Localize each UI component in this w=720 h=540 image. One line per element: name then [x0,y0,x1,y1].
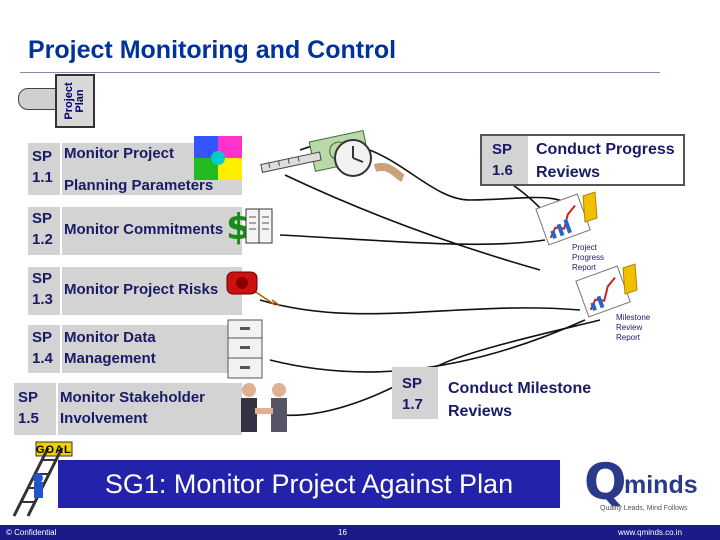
sp-code-line1: SP [492,141,513,158]
sp-1-6-code-box: SP 1.6 [482,136,528,184]
chart-report-icon [535,191,598,246]
sp-1-5-label-box: Monitor Stakeholder Involvement [58,383,242,435]
logo-name: minds [624,471,698,499]
sp-code-line1: SP [402,375,423,392]
sp-1-4-code-box: SP 1.4 [28,325,60,373]
sp-label-line2: Reviews [448,403,513,420]
goal-flag-label: GOAL [36,444,72,456]
sp-code-line1: SP [32,270,53,287]
sp-1-2-label-box: Monitor Commitments [62,207,242,255]
report-label-line2: Review [616,323,643,332]
sp-code-line2: 1.1 [32,169,53,186]
sp-1-7-label: Conduct Milestone Reviews [448,377,591,423]
ladder-climber-icon [12,441,73,517]
footer-bar: © Confidential 16 www.qminds.co.in [0,525,720,540]
sp-label-line2: Planning Parameters [64,177,214,194]
sp-label-line1: Conduct Milestone [448,380,592,397]
report-label-line3: Report [572,263,597,272]
page-title: Project Monitoring and Control [28,36,397,64]
connector-line [259,299,581,315]
sp-1-1-code-box: SP 1.1 [28,143,60,195]
puzzle-icon [194,136,242,180]
qminds-logo [578,452,696,514]
fire-alarm-icon [226,271,258,295]
file-cabinet-icon [227,319,263,379]
sp-label-line1: Monitor Project [64,145,175,162]
sp-code-line2: 1.2 [32,231,53,248]
sp-label-line2: Reviews [536,164,601,181]
title-divider [20,72,660,73]
connector-line [279,234,546,246]
sp-label-line1: Monitor Commitments [64,221,224,238]
sp-1-2-code-box: SP 1.2 [28,207,60,255]
logo-q-mark: Q [584,453,627,511]
ruler-icon [260,151,322,173]
sp-code-line2: 1.3 [32,291,53,308]
sp-1-3-code-box: SP 1.3 [28,267,60,315]
logo-tagline: Quality Leads, Mind Follows [600,505,688,512]
sp-code-line2: 1.6 [492,162,513,179]
sp-label-line2: Management [64,350,156,367]
goal-banner [58,460,560,508]
chart-report-icon [575,263,638,318]
sp-label-line1: Monitor Stakeholder [60,389,206,406]
sp-code-line1: SP [32,329,53,346]
goal-text: SG1: Monitor Project Against Plan [104,469,514,499]
sp-1-4-label-box: Monitor Data Management [62,325,242,373]
footer-page-number: 16 [338,528,347,537]
sp-1-7-code-box: SP 1.7 [392,367,438,419]
report-label-line1: Milestone [616,313,651,322]
sp-1-6-label: Conduct Progress Reviews [536,138,675,184]
project-plan-clipboard: Project Plan [55,74,95,128]
sp-1-3-label-box: Monitor Project Risks [62,267,242,315]
connector-line [269,319,586,373]
sp-code-line1: SP [18,389,39,406]
report-label-line1: Project [572,243,597,252]
sp-label-line1: Monitor Project Risks [64,281,219,298]
sp-label-line1: Conduct Progress [536,141,675,158]
sp-code-line1: SP [32,210,53,227]
connector-line [439,319,601,366]
progress-report-label: Project Progress Report [572,243,604,273]
sp-1-6-box: SP 1.6 Conduct Progress Reviews [480,134,685,186]
handshake-icon [241,383,287,432]
sp-label-line2: Involvement [60,410,148,427]
footer-confidential: © Confidential [6,528,57,537]
footer-website: www.qminds.co.in [618,528,683,537]
money-book-icon: $ [226,207,273,247]
clock-money-ruler-cluster [260,129,405,182]
sp-code-line2: 1.4 [32,350,53,367]
sp-code-line2: 1.7 [402,396,423,413]
sp-1-5-code-box: SP 1.5 [14,383,56,435]
report-label-line2: Progress [572,253,605,262]
sp-code-line1: SP [32,148,53,165]
connector-line [284,174,541,271]
milestone-report-label: Milestone Review Report [616,313,650,343]
sp-label-line1: Monitor Data [64,329,156,346]
report-label-line3: Report [616,333,641,342]
sp-code-line2: 1.5 [18,410,39,427]
